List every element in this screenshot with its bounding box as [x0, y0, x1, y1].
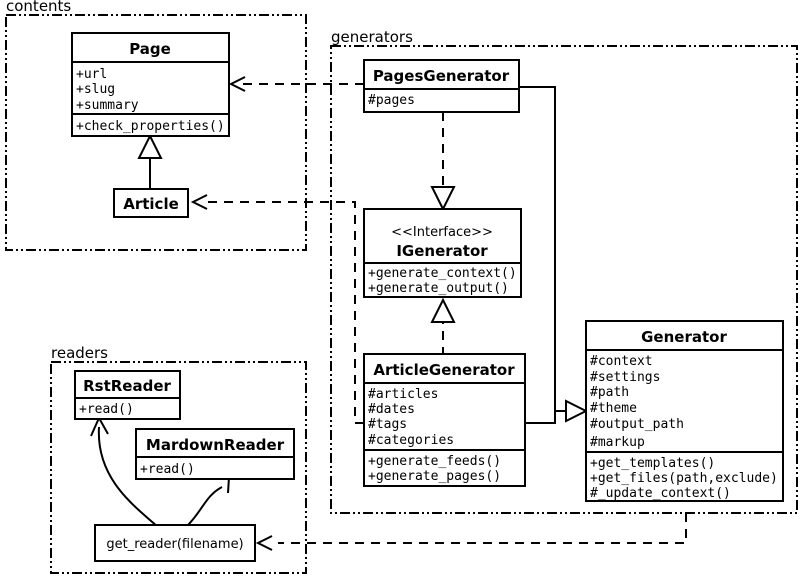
class-mardownreader-box[interactable] — [135, 428, 295, 480]
class-page-method: +check_properties() — [76, 119, 225, 134]
relation-generator-depends-get-reader — [255, 513, 687, 551]
hollow-triangle-arrowhead — [430, 186, 456, 212]
class-pagesgenerator[interactable]: PagesGenerator #pages — [363, 59, 520, 113]
class-articlegenerator-method: +generate_feeds() — [368, 454, 501, 469]
relation-article-inherits-page — [137, 133, 163, 189]
dependency-line — [205, 201, 364, 424]
class-igenerator-method: +generate_output() — [368, 281, 509, 296]
class-mardownreader-method: +read() — [140, 462, 195, 477]
class-generator-attribute: #context — [590, 354, 653, 369]
package-readers-label: readers — [51, 344, 108, 362]
package-contents-label: contents — [6, 0, 71, 15]
class-igenerator-box[interactable] — [363, 208, 522, 298]
association-curve — [185, 486, 223, 528]
class-page-name: Page — [129, 40, 171, 58]
class-articlegenerator-attribute: #tags — [368, 417, 407, 432]
class-page-box[interactable] — [71, 32, 230, 137]
relation-articlegenerator-inherits-generator — [525, 399, 589, 424]
class-articlegenerator-attribute: #articles — [368, 387, 438, 402]
class-page-attribute: +slug — [76, 82, 115, 97]
class-generator-attribute: #settings — [590, 370, 660, 385]
class-generator-method: #_update_context() — [590, 486, 731, 501]
generalization-line — [525, 410, 569, 424]
class-mardownreader[interactable]: MardownReader +read() — [135, 428, 295, 480]
package-generators-label: generators — [331, 28, 413, 46]
class-pagesgenerator-attribute: #pages — [368, 93, 415, 108]
class-generator-method: +get_files(path,exclude) — [590, 471, 778, 486]
class-generator-attribute: #markup — [590, 435, 645, 450]
open-arrowhead — [190, 194, 208, 210]
relation-pagesgenerator-depends-page — [228, 76, 364, 92]
class-rstreader-name: RstReader — [83, 377, 171, 395]
hollow-triangle-arrowhead — [430, 297, 456, 323]
class-generator-name: Generator — [641, 328, 727, 346]
class-generator-attribute: #theme — [590, 401, 637, 416]
class-rstreader-method: +read() — [79, 402, 134, 417]
package-generators: generators — [330, 28, 798, 514]
class-articlegenerator-name: ArticleGenerator — [373, 361, 515, 379]
class-articlegenerator-attribute: #dates — [368, 402, 415, 417]
class-generator-attribute: #output_path — [590, 417, 684, 432]
relation-pagesgenerator-realizes-igenerator — [430, 112, 456, 212]
class-rstreader-box[interactable] — [74, 370, 181, 420]
association-curve — [97, 426, 159, 528]
relation-get-reader-returns-mardownreader — [185, 475, 231, 528]
class-article-box[interactable] — [113, 188, 189, 218]
package-generators-boundary — [330, 45, 798, 514]
class-generator[interactable]: Generator #context #settings #path #them… — [585, 320, 784, 502]
package-contents-boundary — [5, 14, 307, 251]
class-igenerator[interactable]: <<Interface>> IGenerator +generate_conte… — [363, 208, 522, 298]
dependency-line — [278, 513, 687, 544]
class-article-name: Article — [123, 195, 179, 213]
class-igenerator-stereotype: <<Interface>> — [391, 225, 493, 240]
relation-articlegenerator-depends-article — [190, 194, 364, 424]
class-page-attribute: +url — [76, 67, 107, 82]
hollow-triangle-arrowhead — [565, 399, 589, 423]
class-articlegenerator[interactable]: ArticleGenerator #articles #dates #tags … — [363, 353, 526, 487]
package-readers-boundary — [50, 361, 307, 574]
class-generator-attribute: #path — [590, 385, 629, 400]
class-pagesgenerator-box[interactable] — [363, 59, 520, 113]
class-generator-method: +get_templates() — [590, 456, 715, 471]
class-articlegenerator-method: +generate_pages() — [368, 469, 501, 484]
class-igenerator-method: +generate_context() — [368, 266, 517, 281]
relation-articlegenerator-realizes-igenerator — [430, 297, 456, 356]
class-igenerator-name: IGenerator — [396, 242, 488, 260]
function-get-reader-box[interactable] — [94, 524, 256, 562]
class-pagesgenerator-name: PagesGenerator — [373, 67, 510, 85]
function-get-reader-label: get_reader(filename) — [106, 537, 243, 552]
class-articlegenerator-box[interactable] — [363, 353, 526, 487]
class-article[interactable]: Article — [113, 188, 189, 218]
relation-pagesgenerator-inherits-generator — [519, 86, 569, 412]
generalization-line — [519, 86, 569, 412]
class-page-attribute: +summary — [76, 98, 139, 113]
function-get-reader[interactable]: get_reader(filename) — [94, 524, 256, 562]
hollow-triangle-arrowhead — [137, 133, 163, 159]
class-mardownreader-name: MardownReader — [146, 436, 285, 454]
open-arrowhead — [255, 535, 273, 551]
class-articlegenerator-attribute: #categories — [368, 433, 454, 448]
class-rstreader[interactable]: RstReader +read() — [74, 370, 181, 420]
class-page[interactable]: Page +url +slug +summary +check_properti… — [71, 32, 230, 137]
open-arrowhead — [228, 76, 246, 92]
package-contents: contents — [5, 0, 307, 251]
package-readers: readers — [50, 344, 307, 574]
